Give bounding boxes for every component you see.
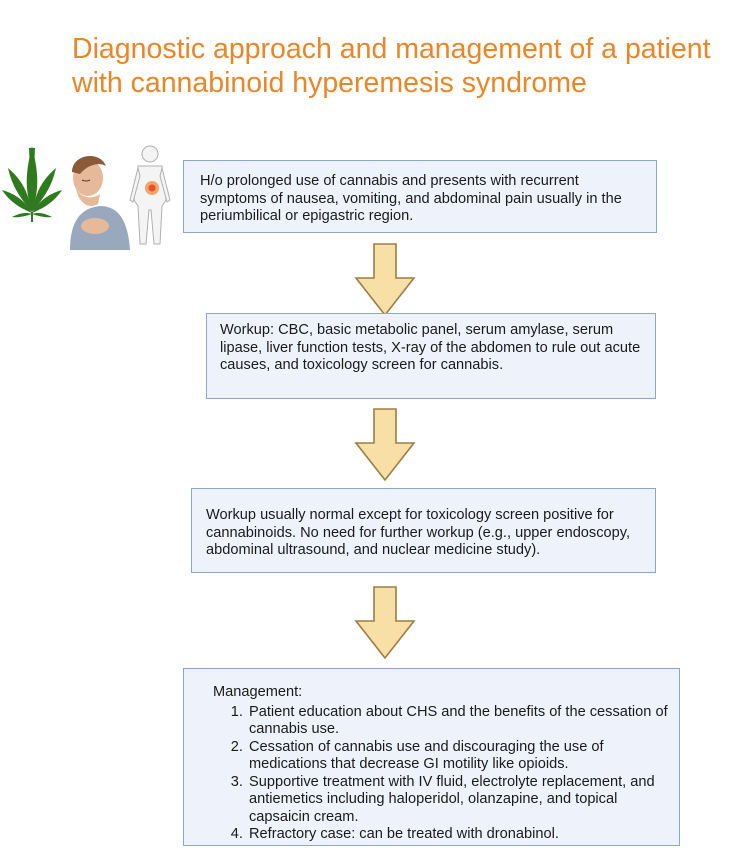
illustration (2, 145, 171, 250)
results-text: Workup usually normal except for toxicol… (206, 507, 631, 558)
history-text: H/o prolonged use of cannabis and presen… (200, 173, 622, 224)
management-heading: Management: (213, 684, 303, 700)
down-arrow-icon (354, 243, 416, 317)
management-item: Supportive treatment with IV fluid, elec… (247, 774, 669, 827)
management-item: Cessation of cannabis use and discouragi… (247, 739, 669, 774)
workup-box: Workup: CBC, basic metabolic panel, seru… (206, 313, 656, 399)
diagram-title: Diagnostic approach and management of a … (72, 33, 711, 99)
down-arrow-icon (354, 586, 416, 660)
nauseated-patient-icon (70, 155, 130, 250)
management-item: Refractory case: can be treated with dro… (247, 826, 669, 844)
management-box: Management: Patient education about CHS … (183, 668, 680, 846)
abdominal-pain-figure-icon (129, 145, 171, 245)
workup-text: Workup: CBC, basic metabolic panel, seru… (220, 322, 641, 373)
history-box: H/o prolonged use of cannabis and presen… (183, 160, 657, 233)
results-box: Workup usually normal except for toxicol… (191, 488, 656, 573)
down-arrow-icon (354, 408, 416, 482)
cannabis-leaf-icon (2, 146, 62, 222)
management-item: Patient education about CHS and the bene… (247, 704, 669, 739)
management-list: Patient education about CHS and the bene… (213, 704, 669, 844)
